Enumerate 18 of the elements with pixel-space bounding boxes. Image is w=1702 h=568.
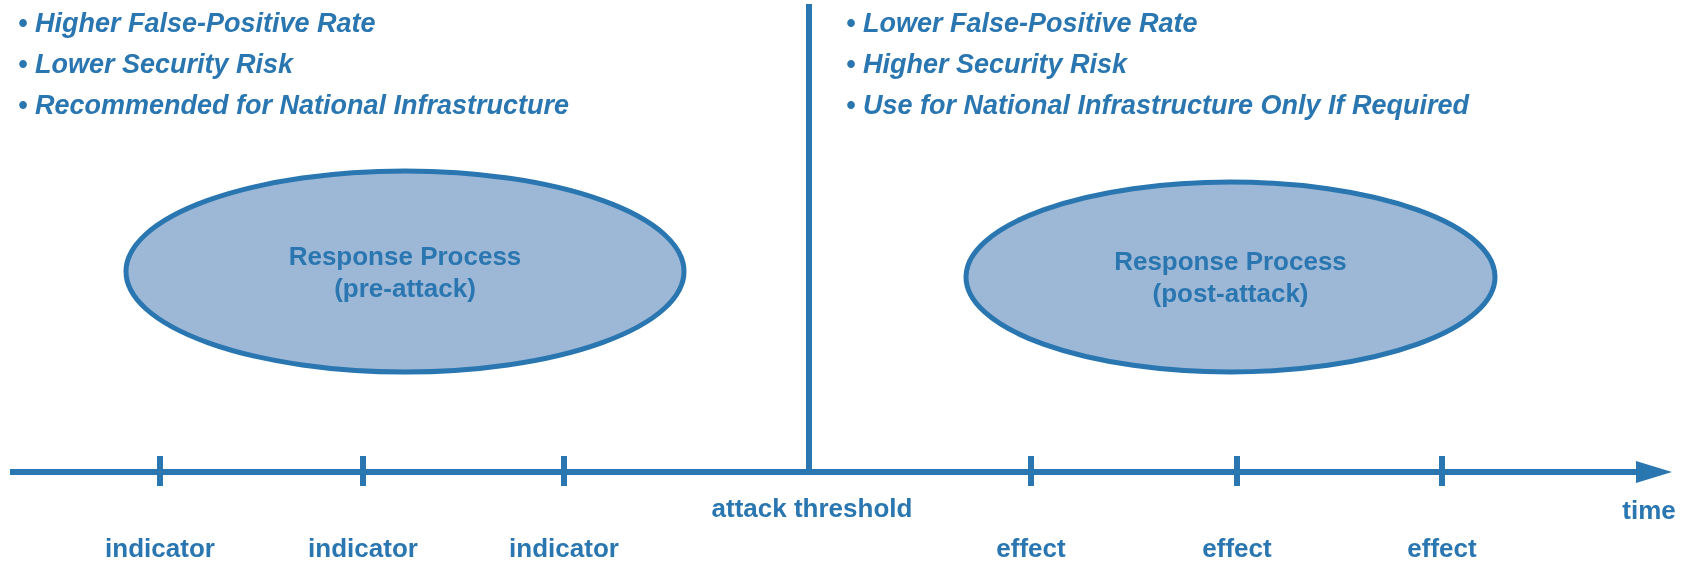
axis-label: effect <box>1407 533 1477 563</box>
axis-label: indicator <box>509 533 619 563</box>
bullet-text: • Higher False-Positive Rate <box>18 7 376 40</box>
axis-label: effect <box>996 533 1066 563</box>
bullet-text: • Lower Security Risk <box>18 48 294 81</box>
bullet-text: • Higher Security Risk <box>846 48 1128 81</box>
bullet-text: • Use for National Infrastructure Only If Required <box>846 89 1470 122</box>
process-label: Response Process (pre-attack) <box>287 239 523 304</box>
process-ellipse <box>963 179 1498 375</box>
axis-label: attack threshold <box>711 493 913 523</box>
axis-label: effect <box>1202 533 1272 563</box>
process-label: Response Process (post-attack) <box>1113 245 1348 309</box>
bullet-text: • Lower False-Positive Rate <box>846 7 1198 40</box>
process-ellipse <box>123 168 687 375</box>
axis-label: indicator <box>308 533 418 563</box>
axis-label: indicator <box>105 533 215 563</box>
bullet-text: • Recommended for National Infrastructure <box>18 89 570 122</box>
axis-label: time <box>1622 495 1676 525</box>
